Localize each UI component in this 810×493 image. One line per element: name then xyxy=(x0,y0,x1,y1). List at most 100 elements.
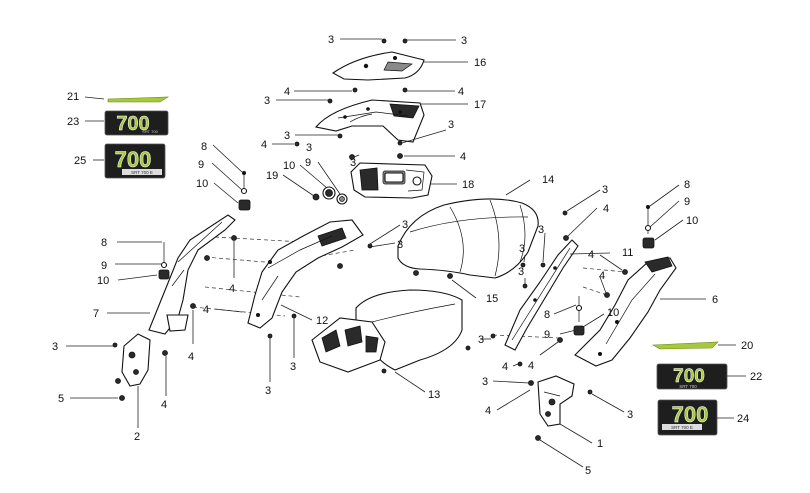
callout-9: 9 xyxy=(684,196,690,208)
callout-3: 3 xyxy=(397,239,403,251)
callout-10: 10 xyxy=(97,275,109,287)
part-18-instrument-housing xyxy=(350,162,433,199)
callout-3: 3 xyxy=(538,224,544,236)
decal-25: 700 SRT 700 E xyxy=(104,143,166,179)
decal-23: 700 SRT 700 xyxy=(104,110,169,136)
callout-9: 9 xyxy=(101,260,107,272)
decal-22-number: 700 xyxy=(673,366,705,387)
decal-24-sub: SRT 700 E xyxy=(671,425,693,430)
callout-4: 4 xyxy=(261,139,267,151)
callout-4: 4 xyxy=(460,151,466,163)
callout-3: 3 xyxy=(350,157,356,169)
callout-13: 13 xyxy=(428,389,440,401)
callout-5: 5 xyxy=(58,393,64,405)
part-12-left-frame xyxy=(247,219,364,329)
decal-25-number: 700 xyxy=(115,147,152,172)
part-1-right-bracket xyxy=(537,375,575,427)
part-13-storage-tank xyxy=(311,289,463,373)
part-2-left-bracket xyxy=(121,333,151,387)
callout-18: 18 xyxy=(462,179,474,191)
callout-6: 6 xyxy=(712,294,718,306)
callout-3: 3 xyxy=(290,361,296,373)
callout-3: 3 xyxy=(461,35,467,47)
callout-3: 3 xyxy=(402,219,408,231)
part-17-cover-bracket xyxy=(314,99,425,143)
decal-21 xyxy=(107,96,170,103)
callout-3: 3 xyxy=(448,119,454,131)
mid-right-bolt-stack xyxy=(573,296,585,336)
part-7-left-bracket xyxy=(148,214,236,335)
callout-15: 15 xyxy=(486,293,498,305)
right-bolt-stack xyxy=(642,205,655,249)
decal-23-sub: SRT 700 xyxy=(142,129,158,134)
callout-17: 17 xyxy=(474,99,486,111)
decal-22: 700 SRT 700 xyxy=(656,363,728,390)
upper-left-bolt-stack xyxy=(238,171,251,211)
callout-10: 10 xyxy=(196,178,208,190)
callout-5: 5 xyxy=(585,465,591,477)
switch-parts-19-10-9 xyxy=(312,186,348,205)
decal-24: 700 SRT 700 E xyxy=(657,399,718,436)
leader-lines xyxy=(66,38,746,468)
callout-3: 3 xyxy=(328,34,334,46)
callout-23: 23 xyxy=(67,116,79,128)
callout-4: 4 xyxy=(603,203,609,215)
callout-4: 4 xyxy=(284,86,290,98)
callout-8: 8 xyxy=(101,237,107,249)
callout-2: 2 xyxy=(134,431,140,443)
fasteners xyxy=(112,38,628,441)
callout-16: 16 xyxy=(474,57,486,69)
decal-25-sub: SRT 700 E xyxy=(131,170,153,175)
callout-3: 3 xyxy=(306,142,312,154)
callout-8: 8 xyxy=(684,179,690,191)
decal-20 xyxy=(651,341,719,350)
part-11-right-rail xyxy=(504,239,579,351)
callout-24: 24 xyxy=(737,413,749,425)
callout-3: 3 xyxy=(482,376,488,388)
decal-23-number: 700 xyxy=(116,113,149,135)
callout-3: 3 xyxy=(518,266,524,278)
callout-9: 9 xyxy=(198,159,204,171)
part-16-upper-cover xyxy=(331,51,425,81)
callout-4: 4 xyxy=(528,360,534,372)
callout-12: 12 xyxy=(316,315,328,327)
callout-3: 3 xyxy=(478,334,484,346)
callout-3: 3 xyxy=(52,341,58,353)
callout-3: 3 xyxy=(284,130,290,142)
callout-labels: 3 3 16 4 4 3 17 3 3 4 3 4 3 18 19 10 9 8… xyxy=(52,34,762,477)
decal-22-sub: SRT 700 xyxy=(679,384,697,389)
callout-10: 10 xyxy=(283,160,295,172)
callout-10: 10 xyxy=(686,215,698,227)
part-14-seat xyxy=(397,198,539,279)
callout-3: 3 xyxy=(265,385,271,397)
callout-4: 4 xyxy=(599,270,605,282)
callout-1: 1 xyxy=(597,438,603,450)
callout-14: 14 xyxy=(542,174,554,186)
part-6-right-panel xyxy=(574,256,677,367)
callout-25: 25 xyxy=(74,155,86,167)
callout-4: 4 xyxy=(458,86,464,98)
callout-10: 10 xyxy=(607,307,619,319)
callout-4: 4 xyxy=(188,351,194,363)
callout-4: 4 xyxy=(485,405,491,417)
callout-3: 3 xyxy=(264,95,270,107)
callout-4: 4 xyxy=(161,399,167,411)
callout-22: 22 xyxy=(750,371,762,383)
callout-4: 4 xyxy=(502,361,508,373)
decal-24-number: 700 xyxy=(672,402,709,427)
left-bolt-stack xyxy=(158,242,170,280)
callout-9: 9 xyxy=(305,157,311,169)
callout-19: 19 xyxy=(266,170,278,182)
callout-20: 20 xyxy=(741,340,753,352)
callout-4: 4 xyxy=(588,249,594,261)
callout-9: 9 xyxy=(544,329,550,341)
callout-8: 8 xyxy=(201,141,207,153)
callout-11: 11 xyxy=(622,247,633,259)
callout-4: 4 xyxy=(229,283,235,295)
callout-3: 3 xyxy=(519,243,525,255)
callout-8: 8 xyxy=(544,309,550,321)
callout-4: 4 xyxy=(203,304,209,316)
callout-3: 3 xyxy=(602,184,608,196)
